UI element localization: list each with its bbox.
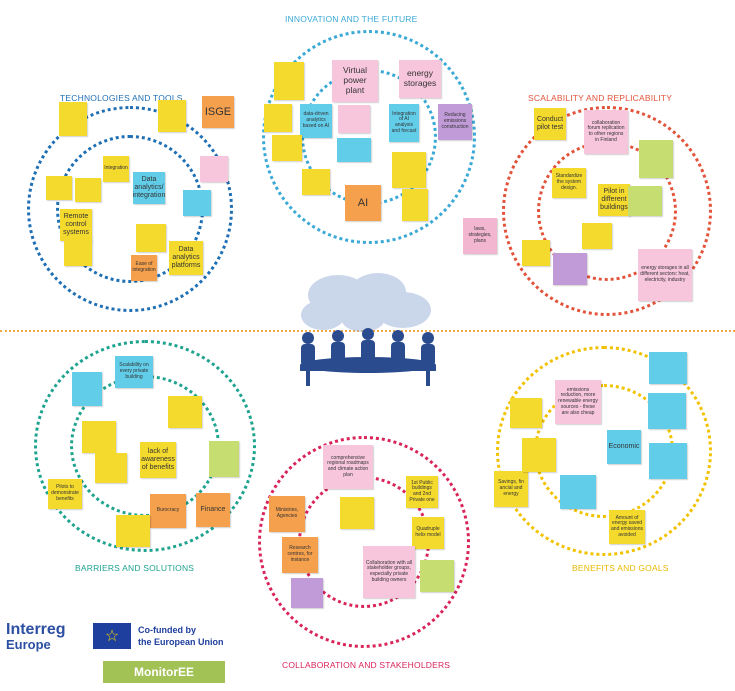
sticky-note xyxy=(337,138,371,162)
sticky-note xyxy=(59,102,87,136)
note-pilots-demonstrate: Pilots to demonstrate benefits xyxy=(48,479,82,509)
sticky-note xyxy=(510,398,542,428)
sticky-note xyxy=(392,152,426,188)
note-ministries-agencies: Ministries, Agencies xyxy=(269,496,305,532)
sticky-note xyxy=(649,443,687,479)
sticky-note xyxy=(158,100,186,132)
sticky-note xyxy=(64,240,92,266)
sticky-note xyxy=(95,453,127,483)
section-title-collaboration: COLLABORATION AND STAKEHOLDERS xyxy=(282,660,451,670)
note-economic: Economic xyxy=(607,430,641,464)
sticky-note xyxy=(560,475,596,509)
section-title-benefits: BENEFITS AND GOALS xyxy=(572,563,669,573)
sticky-note xyxy=(648,393,686,429)
barriers-outer-ring xyxy=(34,340,256,552)
sticky-note xyxy=(291,578,323,608)
sticky-note xyxy=(402,189,428,221)
sticky-note xyxy=(522,438,556,472)
note-standardize-design: Standardize the system design. xyxy=(552,168,586,198)
note-emissions-reduction: emissions reduction, more renewable ener… xyxy=(555,380,601,424)
sticky-note xyxy=(522,240,550,266)
note-virtual-power-plant: Virtual power plant xyxy=(332,60,378,102)
monitoree-label: MonitorEE xyxy=(134,665,194,679)
note-collaboration-stakeholders: Collaboration with all stakeholder group… xyxy=(363,546,415,598)
note-integration: Integration xyxy=(103,156,129,182)
note-ease-of-integration: Ease of integration xyxy=(131,255,157,281)
note-conduct-pilot-test: Conduct pilot test xyxy=(534,108,566,140)
sticky-note xyxy=(274,62,304,100)
note-data-driven-analytics: data-driven analytics based on AI xyxy=(300,104,332,138)
sticky-note xyxy=(272,135,302,161)
scalability-outer-ring xyxy=(502,106,712,316)
cofunded-line1: Co-funded by xyxy=(138,625,196,635)
note-energy-storages: energy storages xyxy=(399,60,441,98)
sticky-note xyxy=(340,497,374,529)
sticky-note xyxy=(338,105,370,133)
note-integration-ai: Integration of AI analysis and forcast xyxy=(389,104,419,142)
note-regional-roadmaps: comprehensive regional roadmaps and clim… xyxy=(323,445,373,489)
interreg-logo-line1: Interreg xyxy=(6,621,66,638)
note-reducing-emissions: Reducing emissions construction xyxy=(438,104,472,140)
sticky-note xyxy=(582,223,612,249)
eu-flag-icon: ☆ xyxy=(93,623,131,649)
innovation-outer-ring xyxy=(262,30,476,244)
note-research-centres: Research centres, for instance xyxy=(282,537,318,573)
note-quadruple-helix: Quadruple helix model xyxy=(412,517,444,549)
note-remote-control-systems: Remote control systems xyxy=(60,209,92,241)
sticky-note xyxy=(136,224,166,252)
note-data-analytics-integration: Data analytics/ integration xyxy=(133,172,165,204)
sticky-note xyxy=(553,253,587,285)
note-lack-of-awareness: lack of awareness of benefits xyxy=(140,442,176,478)
sticky-note xyxy=(116,515,150,547)
cofunded-line2: the European Union xyxy=(138,637,224,647)
sticky-note xyxy=(168,396,202,428)
note-isge: ISGE xyxy=(202,96,234,128)
note-burocracy: Burocracy xyxy=(150,494,186,528)
sticky-note xyxy=(628,186,662,216)
sticky-note xyxy=(264,104,292,132)
sticky-note xyxy=(639,140,673,178)
note-laws-strategies-plans: laws, strategies, plans xyxy=(463,218,497,254)
sticky-note xyxy=(200,156,228,182)
technologies-outer-ring xyxy=(27,106,233,312)
section-title-barriers: BARRIERS AND SOLUTIONS xyxy=(75,563,195,573)
note-energy-storages-sectors: energy storages in all different sectors… xyxy=(638,249,692,301)
sticky-note xyxy=(209,441,239,477)
note-amount-energy-saved: Amount of energy saved and emissions avo… xyxy=(609,510,645,544)
sticky-note xyxy=(183,190,211,216)
benefits-outer-ring xyxy=(496,346,712,556)
interreg-logo-line2: Europe xyxy=(6,637,51,652)
sticky-note xyxy=(75,178,101,202)
section-title-innovation: INNOVATION AND THE FUTURE xyxy=(285,14,418,24)
monitoree-logo: MonitorEE xyxy=(103,661,225,683)
collaboration-outer-ring xyxy=(258,436,470,648)
note-collaboration-forum: collaboration forum replication to other… xyxy=(584,110,628,154)
note-scalability-private-building: Scalability on every private building xyxy=(115,356,153,388)
note-finance: Finance xyxy=(196,493,230,527)
note-savings: Savings, fin ancial and energy xyxy=(494,471,528,507)
sticky-note xyxy=(82,421,116,453)
note-pilot-different-buildings: Pilot in different buildings xyxy=(598,184,630,216)
sticky-note xyxy=(46,176,72,200)
sticky-note xyxy=(649,352,687,384)
section-title-technologies: TECHNOLOGIES AND TOOLS xyxy=(60,93,183,103)
note-public-private-buildings: 1st Public buildings and 2nd Private one xyxy=(406,476,438,508)
note-data-analytics-platforms: Data analytics platforms xyxy=(169,241,203,275)
note-ai: AI xyxy=(345,185,381,221)
sticky-note xyxy=(302,169,330,195)
sticky-note xyxy=(420,560,454,592)
section-title-scalability: SCALABILITY AND REPLICABILITY xyxy=(528,93,673,103)
discussion-group-illustration xyxy=(300,273,436,386)
sticky-note xyxy=(72,372,102,406)
